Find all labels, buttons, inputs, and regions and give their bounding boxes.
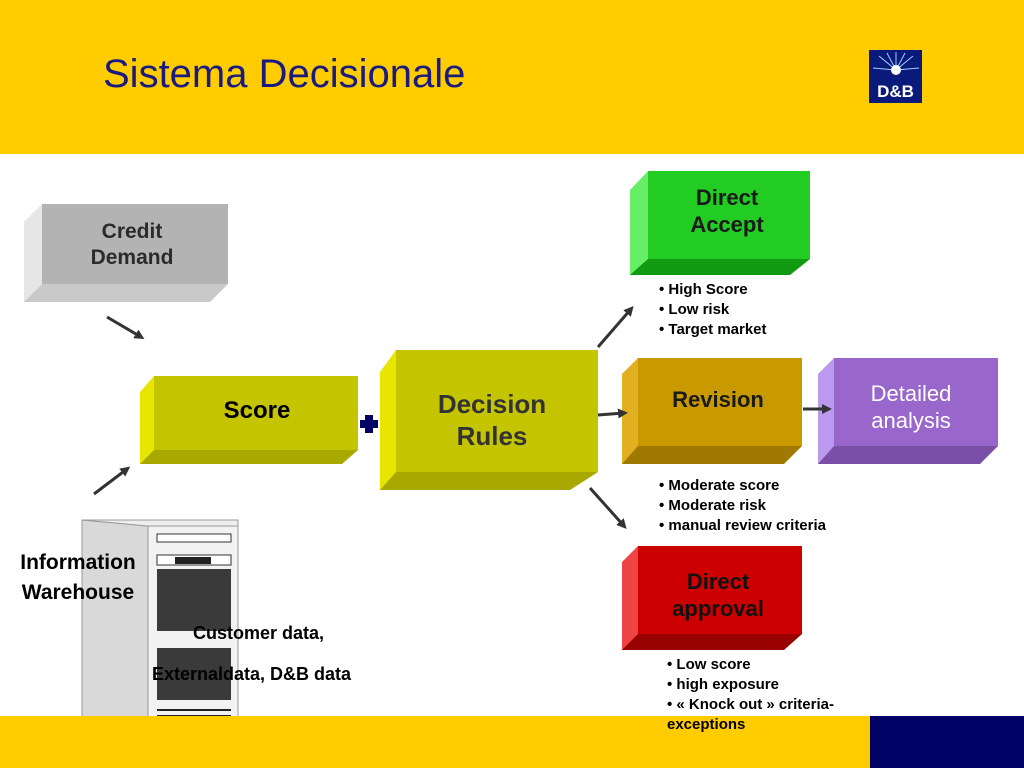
arrows (93, 305, 832, 529)
svg-text:D&B: D&B (877, 82, 914, 101)
customer-data-line2: Externaldata, D&B data (152, 664, 352, 684)
revision-label: Revision (672, 387, 764, 413)
list-item: • manual review criteria (659, 517, 826, 534)
arrow-rules-to-approval (588, 486, 627, 529)
information-warehouse-label: Information Warehouse (20, 551, 136, 604)
approval-criteria-list: • Low score • high exposure • « Knock ou… (667, 655, 834, 735)
arrow-credit-to-score (106, 315, 145, 340)
db-logo: D&B (869, 50, 922, 103)
detailed-analysis-label: Detailed analysis (870, 380, 952, 434)
credit-demand-label: Credit Demand (90, 219, 174, 269)
decision-rules-box (380, 350, 598, 490)
revision-criteria-list: • Moderate score • Moderate risk • manua… (659, 476, 826, 536)
arrow-warehouse-to-score (93, 466, 131, 496)
decision-rules-label: Decision Rules (437, 388, 547, 452)
score-box (140, 376, 358, 464)
list-item: • Moderate score (659, 477, 780, 494)
direct-approval-label: Direct approval (672, 568, 764, 622)
footer-band (0, 716, 870, 768)
arrow-rules-to-revision (597, 408, 628, 419)
list-item: • Low risk (659, 301, 730, 318)
footer-navy-block (870, 716, 1024, 768)
list-item: • High Score (659, 281, 748, 298)
list-item: • Moderate risk (659, 497, 766, 514)
credit-demand-box (24, 204, 228, 302)
direct-approval-box (622, 546, 802, 650)
customer-data-line1: Customer data, (193, 623, 325, 643)
revision-box (622, 358, 802, 464)
connector-plus (360, 415, 378, 433)
slide-title: Sistema Decisionale (103, 52, 466, 96)
direct-accept-label: Direct Accept (690, 184, 764, 238)
accept-criteria-list: • High Score • Low risk • Target market (659, 280, 767, 340)
detailed-analysis-box (818, 358, 998, 464)
list-item: • high exposure (667, 676, 779, 693)
arrow-rules-to-accept (596, 305, 634, 348)
header-band (0, 0, 1024, 154)
list-item: • Target market (659, 321, 767, 338)
direct-accept-box (630, 171, 810, 275)
list-item: • « Knock out » criteria- (667, 696, 834, 713)
list-item: • Low score (667, 656, 751, 673)
server-icon (81, 519, 239, 753)
list-item: exceptions (667, 716, 746, 733)
score-label: Score (223, 397, 291, 424)
